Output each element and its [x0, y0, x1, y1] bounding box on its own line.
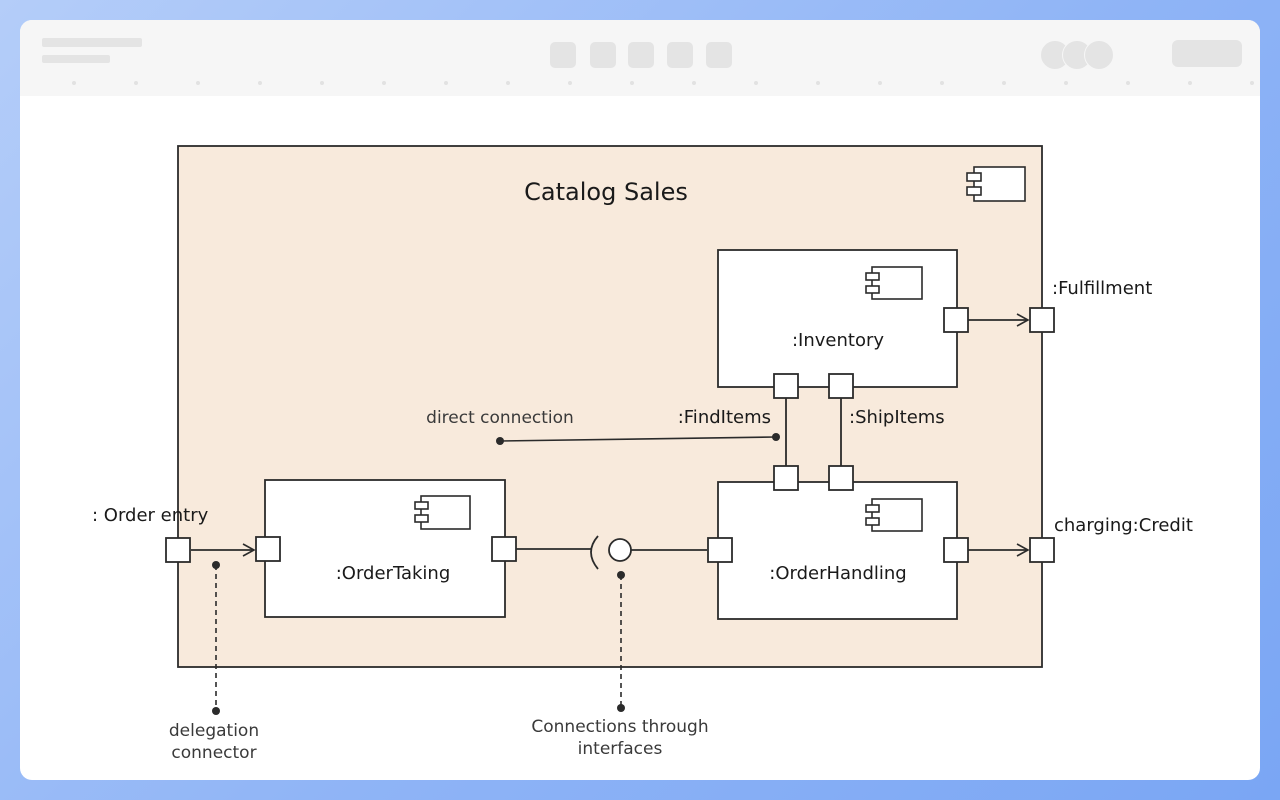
toolbar-dot	[382, 81, 386, 85]
toolbar-placeholder	[20, 20, 1260, 96]
toolbar-dot	[1126, 81, 1130, 85]
port-ship-items-top[interactable]	[828, 373, 854, 399]
component-order-taking-label: :OrderTaking	[336, 563, 451, 584]
toolbar-dot	[1002, 81, 1006, 85]
component-icon	[966, 166, 1026, 202]
toolbar-dot	[196, 81, 200, 85]
annotation-dot	[496, 437, 504, 445]
port-order-handling-out[interactable]	[943, 537, 969, 563]
annotation-dot	[212, 707, 220, 715]
toolbar-dot	[444, 81, 448, 85]
toolbar-dot	[878, 81, 882, 85]
title-placeholder	[42, 38, 142, 47]
annotation-delegation-line1: delegation	[169, 721, 259, 741]
port-label-fulfillment: :Fulfillment	[1052, 278, 1152, 299]
component-inventory-label: :Inventory	[792, 330, 884, 351]
port-order-entry[interactable]	[165, 537, 191, 563]
required-interface-socket	[590, 535, 599, 570]
port-fulfillment[interactable]	[1029, 307, 1055, 333]
toolbar-dot	[506, 81, 510, 85]
port-ship-items-bottom[interactable]	[828, 465, 854, 491]
annotation-dot	[212, 561, 220, 569]
port-inventory-out[interactable]	[943, 307, 969, 333]
toolbar-dot	[940, 81, 944, 85]
toolbar-divider	[20, 78, 1260, 88]
subtitle-placeholder	[42, 55, 110, 63]
toolbar-dot	[816, 81, 820, 85]
component-order-handling-label: :OrderHandling	[769, 563, 906, 584]
toolbar-button[interactable]	[628, 42, 654, 68]
avatar[interactable]	[1084, 40, 1114, 70]
toolbar-dot	[320, 81, 324, 85]
toolbar-button[interactable]	[667, 42, 693, 68]
port-order-taking-out[interactable]	[491, 536, 517, 562]
component-icon	[865, 266, 923, 300]
annotation-delegation-line2: connector	[171, 743, 256, 763]
toolbar-button[interactable]	[706, 42, 732, 68]
port-label-find-items: :FindItems	[678, 407, 771, 428]
annotation-leader-direct	[499, 436, 777, 442]
toolbar-dot	[1188, 81, 1192, 85]
annotation-dot	[617, 704, 625, 712]
outer-component-title: Catalog Sales	[524, 178, 688, 206]
toolbar-dot	[1064, 81, 1068, 85]
port-label-order-entry: : Order entry	[92, 505, 209, 526]
annotation-dot	[772, 433, 780, 441]
toolbar-dot	[692, 81, 696, 85]
component-icon	[865, 498, 923, 532]
toolbar-dot	[1250, 81, 1254, 85]
port-order-taking-in[interactable]	[255, 536, 281, 562]
component-icon	[414, 495, 471, 530]
toolbar-dot	[258, 81, 262, 85]
toolbar-button[interactable]	[590, 42, 616, 68]
port-order-handling-in[interactable]	[707, 537, 733, 563]
port-charging-credit[interactable]	[1029, 537, 1055, 563]
annotation-direct-connection: direct connection	[426, 408, 574, 428]
toolbar-dot	[568, 81, 572, 85]
action-button-placeholder[interactable]	[1172, 40, 1242, 67]
toolbar-dot	[134, 81, 138, 85]
port-label-ship-items: :ShipItems	[849, 407, 945, 428]
toolbar-dot	[630, 81, 634, 85]
annotation-dot	[617, 571, 625, 579]
port-label-charging: charging:Credit	[1054, 515, 1193, 536]
toolbar-dot	[754, 81, 758, 85]
annotation-interfaces-line1: Connections through	[531, 717, 708, 737]
port-find-items-bottom[interactable]	[773, 465, 799, 491]
annotation-interfaces-line2: interfaces	[578, 739, 663, 759]
toolbar-dot	[72, 81, 76, 85]
provided-interface-lollipop	[608, 538, 632, 562]
port-find-items-top[interactable]	[773, 373, 799, 399]
toolbar-button[interactable]	[550, 42, 576, 68]
